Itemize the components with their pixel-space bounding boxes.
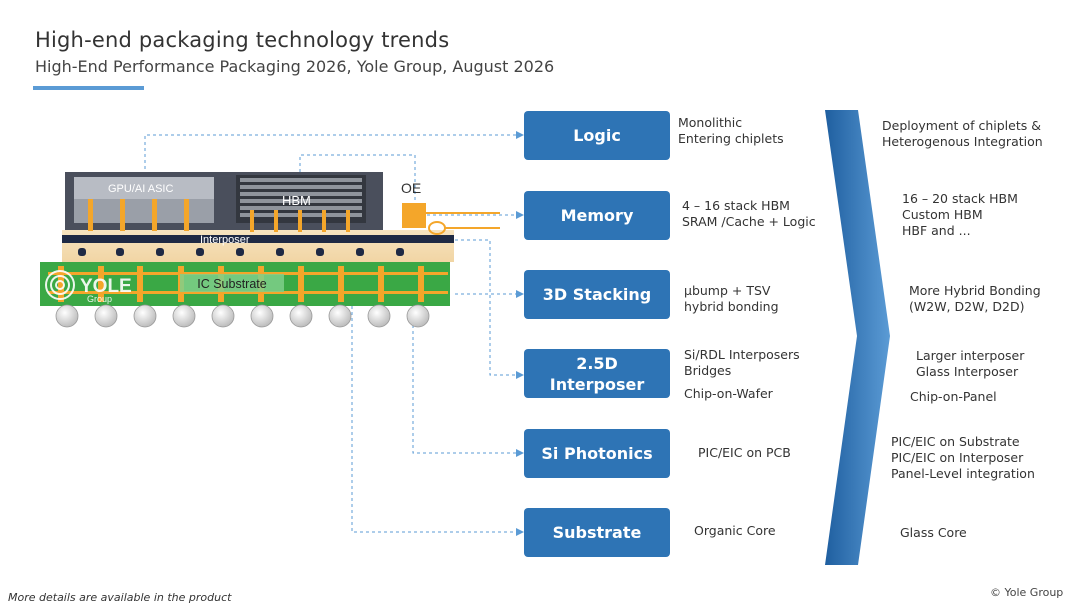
ic-substrate-label: IC Substrate [197, 277, 267, 291]
page-subtitle: High-End Performance Packaging 2026, Yol… [35, 57, 555, 76]
memory-future: 16 – 20 stack HBM Custom HBM HBF and ... [902, 191, 1018, 239]
interposer-current-line: Bridges [684, 363, 732, 378]
interposer-future: Larger interposer Glass Interposer [916, 348, 1024, 380]
package-cross-section: IC Substrate YOLE Group Interposer [40, 172, 500, 328]
stacking-current-line: µbump + TSV [684, 283, 771, 298]
photonics-future-line: PIC/EIC on Substrate [891, 434, 1020, 449]
logic-future: Deployment of chiplets & Heterogenous In… [882, 118, 1043, 150]
interposer-label: Interposer [200, 234, 250, 246]
title-underline [33, 86, 144, 90]
photonics-future-line: PIC/EIC on Interposer [891, 450, 1024, 465]
memory-future-line: 16 – 20 stack HBM [902, 191, 1018, 206]
gpu-die [74, 177, 214, 199]
connector-interposer [455, 239, 516, 376]
interposer-bumps [78, 248, 404, 256]
stacking-current: µbump + TSV hybrid bonding [684, 283, 779, 315]
memory-current-line: 4 – 16 stack HBM [682, 198, 790, 213]
logic-current-line: Monolithic [678, 115, 743, 130]
memory-future-line: HBF and ... [902, 223, 971, 238]
trend-arrow [825, 110, 890, 565]
stacking-future-line: More Hybrid Bonding [909, 283, 1041, 298]
substrate-current-line: Organic Core [694, 523, 776, 538]
photonics-current-line: PIC/EIC on PCB [698, 445, 791, 460]
page-title: High-end packaging technology trends [35, 28, 450, 52]
interposer-future-extra: Chip-on-Panel [910, 389, 997, 404]
category-si-photonics: Si Photonics [524, 429, 670, 478]
category-logic-label: Logic [573, 126, 621, 145]
stacking-future: More Hybrid Bonding (W2W, D2W, D2D) [909, 283, 1041, 315]
memory-current-line: SRAM /Cache + Logic [682, 214, 816, 229]
gpu-label: GPU/AI ASIC [108, 183, 173, 195]
stacking-future-line: (W2W, D2W, D2D) [909, 299, 1025, 314]
hbm-tsvs [250, 210, 350, 232]
category-interposer: 2.5D Interposer [524, 349, 670, 398]
photonics-current: PIC/EIC on PCB [698, 445, 791, 461]
category-substrate: Substrate [524, 508, 670, 557]
logo-subtext: Group [87, 294, 112, 304]
logic-future-line: Deployment of chiplets & [882, 118, 1041, 133]
oe-label: OE [401, 180, 421, 196]
connector-memory [299, 154, 516, 216]
logic-current: Monolithic Entering chiplets [678, 115, 784, 147]
category-memory-label: Memory [560, 206, 634, 225]
category-3d-stacking: 3D Stacking [524, 270, 670, 319]
interposer-current-extra: Chip-on-Wafer [684, 386, 773, 401]
category-interposer-label-2: Interposer [549, 374, 645, 394]
category-interposer-label-1: 2.5D [576, 353, 618, 373]
category-substrate-label: Substrate [552, 523, 642, 542]
interposer-future-line: Larger interposer [916, 348, 1025, 363]
connector-arrowheads [516, 131, 524, 536]
ic-substrate-label-box [180, 274, 284, 292]
optical-engine [402, 203, 426, 228]
logo-text: YOLE [80, 276, 132, 297]
yole-logo: YOLE Group [45, 270, 132, 304]
logic-current-line: Entering chiplets [678, 131, 784, 146]
substrate-future-line: Glass Core [900, 525, 967, 540]
substrate-current: Organic Core [694, 523, 776, 539]
substrate-future: Glass Core [900, 525, 967, 541]
hbm-label: HBM [282, 193, 311, 208]
interposer-current-line: Si/RDL Interposers [684, 347, 800, 362]
category-si-photonics-label: Si Photonics [541, 444, 653, 463]
interposer-current: Si/RDL Interposers Bridges [684, 347, 800, 379]
interposer-layer [62, 235, 454, 243]
photonics-future-line: Panel-Level integration [891, 466, 1035, 481]
category-logic: Logic [524, 111, 670, 160]
gpu-tsvs [88, 199, 189, 231]
memory-future-line: Custom HBM [902, 207, 983, 222]
photonics-future: PIC/EIC on Substrate PIC/EIC on Interpos… [891, 434, 1035, 482]
category-3d-stacking-label: 3D Stacking [542, 285, 652, 304]
copyright: © Yole Group [990, 586, 1064, 599]
interposer-future-line: Glass Interposer [916, 364, 1019, 379]
connector-substrate [351, 300, 516, 533]
stacking-current-line: hybrid bonding [684, 299, 779, 314]
gpu-body [74, 199, 214, 223]
interposer-body [62, 230, 454, 262]
logic-future-line: Heterogenous Integration [882, 134, 1043, 149]
memory-current: 4 – 16 stack HBM SRAM /Cache + Logic [682, 198, 816, 230]
category-memory: Memory [524, 191, 670, 240]
solder-balls [55, 304, 430, 328]
footer-note: More details are available in the produc… [8, 591, 232, 604]
